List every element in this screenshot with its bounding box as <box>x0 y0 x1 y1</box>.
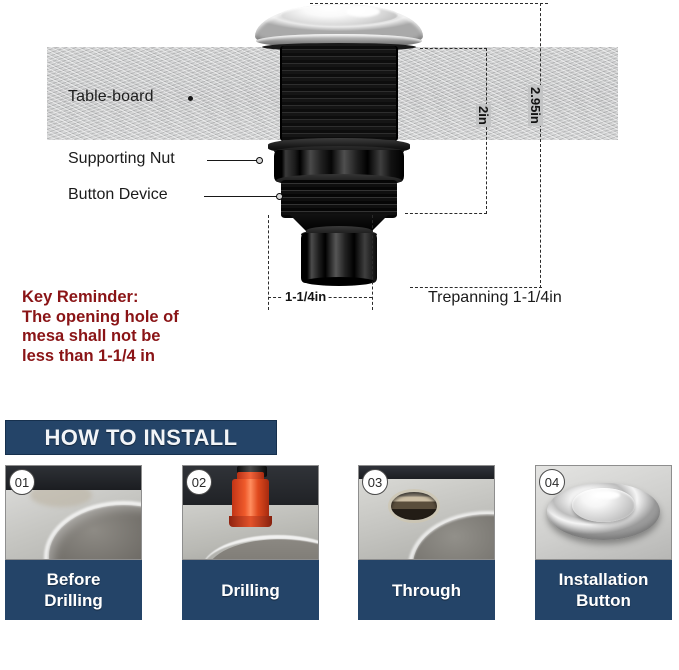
dim-total-vertical <box>540 3 541 288</box>
callout-supporting-nut-label: Supporting Nut <box>68 150 175 167</box>
installation-diagram: Table-board Supporting Nut Button Device… <box>22 0 618 366</box>
dim-2in-top-line <box>420 48 487 49</box>
callout-button-device-dot <box>276 193 283 200</box>
dim-2in-label: 2in <box>476 104 491 127</box>
dim-trepanning-label: Trepanning 1-1/4in <box>428 289 562 306</box>
dim-2in-bottom-line <box>405 213 487 214</box>
photo-drilling-art <box>183 466 318 559</box>
step-01-number: 01 <box>14 474 30 490</box>
key-reminder-line-3: less than 1-1/4 in <box>22 346 155 365</box>
sink-rim-highlight <box>201 534 318 559</box>
step-01-caption-text: Before Drilling <box>44 569 103 611</box>
step-01-number-badge: 01 <box>9 469 35 495</box>
table-board-label: Table-board <box>68 88 154 105</box>
step-04-caption: Installation Button <box>535 560 672 620</box>
threaded-barrel <box>282 46 396 141</box>
chrome-cap-highlight <box>346 6 380 17</box>
step-02-number-badge: 02 <box>186 469 212 495</box>
key-reminder-line-2: mesa shall not be <box>22 327 161 345</box>
installed-button-highlight <box>595 491 620 499</box>
button-device-graphic <box>281 180 397 218</box>
step-04-caption-text: Installation Button <box>559 569 649 611</box>
hole-saw-body <box>231 479 270 522</box>
step-01-caption: Before Drilling <box>5 560 142 620</box>
how-to-install-title: HOW TO INSTALL <box>44 424 238 450</box>
callout-supporting-nut-dot <box>256 157 263 164</box>
step-04-photo <box>535 465 672 560</box>
drilled-hole <box>391 492 438 520</box>
background-dark-band <box>359 466 494 480</box>
step-02-photo <box>182 465 319 560</box>
hex-coupling-nut <box>301 233 377 283</box>
step-04-number-badge: 04 <box>539 469 565 495</box>
step-04-number: 04 <box>544 474 560 490</box>
install-step-01[interactable]: 01 Before Drilling <box>5 465 142 620</box>
step-02-number: 02 <box>191 474 207 490</box>
dim-diameter-left-ext <box>268 215 269 310</box>
callout-button-device-label: Button Device <box>68 186 168 203</box>
push-button-assembly-graphic <box>254 0 424 290</box>
dim-total-height-label: 2.95in <box>528 85 543 126</box>
dim-total-top-line <box>310 3 548 4</box>
dim-diameter-right-ext <box>372 215 373 310</box>
photo-installation-button-art <box>536 466 671 559</box>
step-04-caption-line-1: Installation <box>558 570 649 589</box>
how-to-install-banner: HOW TO INSTALL <box>5 420 277 455</box>
step-02-caption: Drilling <box>182 560 319 620</box>
step-03-number-badge: 03 <box>362 469 388 495</box>
hex-coupling-bottom <box>304 277 374 286</box>
dim-2in-vertical <box>486 48 487 214</box>
dim-total-bottom-line <box>410 287 542 288</box>
dim-diameter-label: 1-1/4in <box>283 289 329 304</box>
key-reminder-block: Key Reminder: The opening hole of mesa s… <box>22 288 232 366</box>
callout-supporting-nut-leader <box>207 160 257 161</box>
step-01-caption-line-2: Drilling <box>44 591 103 610</box>
step-04-caption-line-2: Button <box>576 591 631 610</box>
key-reminder-heading: Key Reminder: <box>22 288 139 306</box>
install-step-03[interactable]: 03 Through <box>358 465 495 620</box>
key-reminder-line-1: The opening hole of <box>22 307 179 326</box>
step-03-caption: Through <box>358 560 495 620</box>
how-to-install-section: HOW TO INSTALL 01 Before Drilling <box>0 412 679 670</box>
hole-saw-teeth <box>228 516 273 528</box>
chrome-cap-top <box>280 5 398 25</box>
step-01-caption-line-1: Before <box>46 570 101 589</box>
step-03-number: 03 <box>367 474 383 490</box>
install-step-04[interactable]: 04 Installation Button <box>535 465 672 620</box>
install-step-02[interactable]: 02 Drilling <box>182 465 319 620</box>
callout-button-device-leader <box>204 196 278 197</box>
step-02-caption-text: Drilling <box>221 580 280 600</box>
table-board-marker-dot <box>188 96 193 101</box>
step-03-caption-text: Through <box>392 580 461 600</box>
